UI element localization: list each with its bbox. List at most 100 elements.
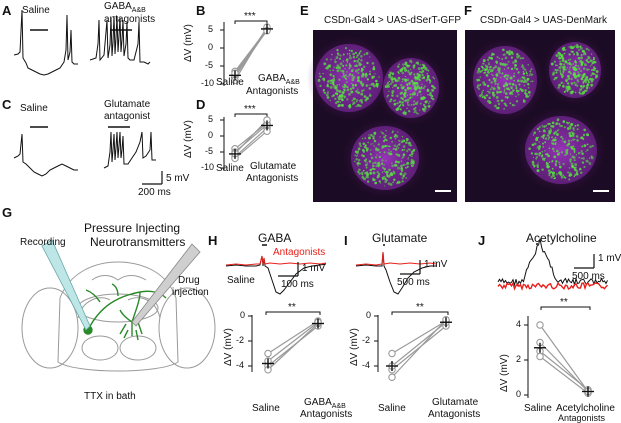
panel-b-xlabel-gaba: GABAA&B bbox=[258, 73, 300, 87]
panel-letter-b: B bbox=[196, 3, 206, 18]
panel-b-xlabel-antagonists: Antagonists bbox=[246, 86, 299, 97]
panel-b-ylabel: ΔV (mV) bbox=[183, 24, 194, 62]
panel-b-xlabel-gaba-sub: A&B bbox=[285, 79, 300, 86]
panel-g-title-2: Neurotransmitters bbox=[90, 235, 186, 249]
panel-c-traces bbox=[13, 126, 163, 185]
panel-b-pair-line-3 bbox=[234, 26, 268, 81]
panel-h-xlabel-antagonists: Antagonists bbox=[300, 409, 353, 420]
panel-a-traces bbox=[13, 9, 151, 76]
panel-d-xlabel-antagonists: Antagonists bbox=[246, 173, 299, 184]
panel-d-ylabel: ΔV (mV) bbox=[183, 120, 194, 158]
panel-d-tick-label-3: -5 bbox=[205, 146, 214, 156]
panel-letter-i: I bbox=[344, 233, 348, 248]
panel-b-xlabel-gaba-main: GABA bbox=[258, 73, 286, 84]
brain-left-lobe bbox=[21, 287, 79, 369]
panel-i-chart bbox=[386, 315, 452, 381]
panel-f-image bbox=[465, 30, 615, 202]
panel-f-title: CSDn-Gal4 > UAS-DenMark bbox=[480, 15, 607, 26]
panel-i-xlabel-antagonists: Antagonists bbox=[428, 409, 481, 420]
panel-h-ylabel: ΔV (mV) bbox=[223, 328, 234, 366]
panel-j-sig-bracket bbox=[540, 306, 591, 310]
panel-i-trace-antagonists bbox=[355, 251, 437, 266]
panel-h-axes bbox=[248, 311, 321, 372]
panel-j-scale-mv: 1 mV bbox=[598, 253, 621, 264]
panel-b-xlabel-saline: Saline bbox=[216, 77, 244, 88]
panel-j-xlabel-saline: Saline bbox=[524, 403, 552, 414]
panel-h-traces bbox=[225, 244, 327, 295]
panel-a-trace-saline bbox=[13, 9, 78, 76]
panel-c-glut-label-1: Glutamate bbox=[104, 99, 151, 110]
panel-letter-g: G bbox=[2, 205, 13, 220]
panel-j-trace-saline bbox=[497, 238, 608, 288]
panel-j-chart bbox=[534, 321, 594, 397]
panel-g-neuron bbox=[69, 283, 167, 341]
panel-a-trace-gaba bbox=[89, 15, 151, 65]
panel-h-scale-mv: 1 mV bbox=[302, 263, 326, 274]
panel-j-scale-ms: 500 ms bbox=[572, 271, 605, 282]
panel-c-scale-ms: 200 ms bbox=[138, 187, 171, 198]
panel-g-drug-label-2: injection bbox=[172, 287, 209, 298]
panel-j-ylabel: ΔV (mV) bbox=[499, 354, 510, 392]
panel-h-tick-label-1: 0 bbox=[240, 310, 246, 320]
panel-i-pair-line-0 bbox=[391, 320, 447, 355]
panel-d-chart bbox=[229, 116, 273, 163]
panel-j-point-0-0 bbox=[536, 321, 544, 329]
panel-h-title: GABA bbox=[258, 231, 292, 245]
panel-b-tick-label-4: -10 bbox=[201, 78, 215, 88]
panel-e-image bbox=[306, 30, 457, 202]
panel-i-axes bbox=[374, 311, 449, 372]
panel-e-micrograph bbox=[306, 30, 457, 202]
brain-lower-lobe-right bbox=[119, 335, 157, 361]
panel-b-tick-label-1: 5 bbox=[208, 24, 214, 34]
panel-h-scale-ms: 100 ms bbox=[281, 279, 314, 290]
panel-j-pair-line-2 bbox=[539, 356, 589, 394]
panel-c-glut-label-2: antagonist bbox=[104, 111, 151, 122]
panel-i-ylabel: ΔV (mV) bbox=[349, 328, 360, 366]
panel-d-axes bbox=[220, 113, 268, 170]
drug-pipette bbox=[131, 243, 201, 327]
recording-pipette bbox=[41, 239, 91, 331]
panel-g-title-1: Pressure Injecting bbox=[84, 221, 181, 235]
panel-c-trace-saline bbox=[13, 133, 78, 177]
panel-b-sig-stars: *** bbox=[244, 11, 256, 22]
panel-i-point-3-0 bbox=[388, 373, 396, 381]
panel-c-scale-mv: 5 mV bbox=[166, 173, 190, 184]
panel-j-tick-label-3: 0 bbox=[516, 389, 522, 399]
panel-b-pair-line-4 bbox=[234, 30, 268, 74]
panel-j-pair-line-3 bbox=[539, 342, 589, 392]
panel-i-title: Glutamate bbox=[372, 231, 428, 245]
panel-h-pair-line-0 bbox=[267, 320, 319, 355]
panel-i-scale-mv: 1 mV bbox=[424, 259, 448, 270]
panel-j-title: Acetylcholine bbox=[526, 231, 597, 245]
panel-d-tick-label-2: 0 bbox=[208, 130, 214, 140]
panel-i-tick-label-1: 0 bbox=[366, 310, 372, 320]
panel-b-sig-bracket bbox=[234, 20, 268, 24]
panel-c-saline-label: Saline bbox=[20, 103, 48, 114]
panel-e-scale-bar bbox=[435, 190, 451, 192]
brain-lower-lobe-left bbox=[81, 335, 119, 361]
panel-d-sig-stars: *** bbox=[244, 104, 256, 115]
panel-h-tick-label-2: -2 bbox=[236, 335, 245, 345]
panel-d-xlabel-glut: Glutamate bbox=[250, 161, 297, 172]
panel-a-antagonists-label: antagonists bbox=[104, 14, 156, 25]
panel-letter-f: F bbox=[464, 3, 472, 18]
panel-i-traces bbox=[355, 244, 437, 295]
panel-j-tick-label-2: 2 bbox=[516, 354, 522, 364]
panel-d-xlabel-saline: Saline bbox=[216, 163, 244, 174]
panel-h-pair-line-3 bbox=[267, 321, 319, 362]
panel-j-tick-label-1: 4 bbox=[516, 319, 522, 329]
panel-d-tick-label-4: -10 bbox=[201, 162, 215, 172]
panel-a-gaba-label: GABAA&B bbox=[104, 2, 146, 15]
csdn-branches bbox=[119, 321, 143, 341]
brain-top-ridges bbox=[91, 275, 147, 281]
panel-letter-d: D bbox=[196, 97, 206, 112]
panel-h-tick-label-3: -4 bbox=[236, 360, 245, 370]
panel-j-pair-line-0 bbox=[539, 324, 589, 392]
panel-letter-c: C bbox=[2, 97, 12, 112]
panel-i-scale-ms: 500 ms bbox=[397, 277, 430, 288]
panel-letter-a: A bbox=[2, 3, 12, 18]
panel-h-legend-saline: Saline bbox=[227, 275, 255, 286]
panel-b-tick-label-3: -5 bbox=[205, 60, 214, 70]
panel-h-sig-stars: ** bbox=[288, 302, 296, 313]
